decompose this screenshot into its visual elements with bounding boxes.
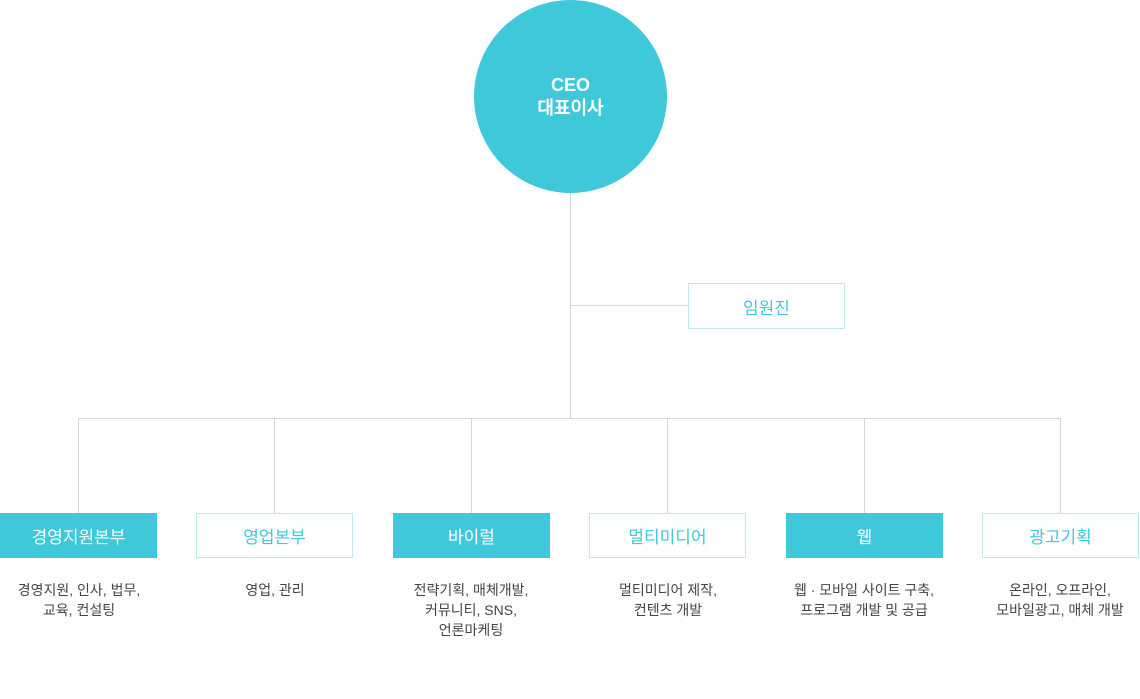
division-drop-line xyxy=(667,418,668,513)
ceo-node: CEO 대표이사 xyxy=(474,0,667,193)
desc-line: 영업, 관리 xyxy=(245,582,305,598)
division-drop-line xyxy=(78,418,79,513)
desc-line: 모바일광고, 매체 개발 xyxy=(996,602,1124,618)
ceo-title-en: CEO xyxy=(550,74,590,95)
desc-line: 언론마케팅 xyxy=(438,622,504,638)
division-bus-line xyxy=(78,418,1061,419)
division-drop-line xyxy=(864,418,865,513)
desc-line: 온라인, 오프라인, xyxy=(1009,582,1111,598)
desc-line: 경영지원, 인사, 법무, xyxy=(17,582,141,598)
division-box-viral: 바이럴 xyxy=(393,513,550,558)
executives-node: 임원진 xyxy=(688,283,845,329)
division-drop-line xyxy=(274,418,275,513)
ceo-title-ko: 대표이사 xyxy=(537,97,604,118)
desc-line: 프로그램 개발 및 공급 xyxy=(800,602,928,618)
executives-label: 임원진 xyxy=(743,298,790,318)
division-box-management-support: 경영지원본부 xyxy=(0,513,157,558)
division-name: 웹 xyxy=(856,528,873,547)
desc-line: 웹 · 모바일 사이트 구축, xyxy=(793,582,935,598)
desc-line: 교육, 컨설팅 xyxy=(42,602,116,618)
division-box-sales: 영업본부 xyxy=(196,513,353,558)
desc-line: 컨텐츠 개발 xyxy=(633,602,703,618)
division-name: 멀티미디어 xyxy=(628,528,707,547)
division-desc-sales: 영업, 관리 xyxy=(185,580,365,600)
division-drop-line xyxy=(471,418,472,513)
division-name: 경영지원본부 xyxy=(31,528,126,547)
division-name: 영업본부 xyxy=(243,528,306,547)
division-desc-viral: 전략기획, 매체개발, 커뮤니티, SNS, 언론마케팅 xyxy=(381,580,561,640)
desc-line: 커뮤니티, SNS, xyxy=(425,602,517,618)
division-box-ad-planning: 광고기획 xyxy=(982,513,1139,558)
division-name: 바이럴 xyxy=(448,528,495,547)
desc-line: 멀티미디어 제작, xyxy=(619,582,717,598)
division-name: 광고기획 xyxy=(1029,528,1092,547)
division-box-multimedia: 멀티미디어 xyxy=(589,513,746,558)
division-desc-web: 웹 · 모바일 사이트 구축, 프로그램 개발 및 공급 xyxy=(774,580,954,620)
division-drop-line xyxy=(1060,418,1061,513)
division-desc-ad-planning: 온라인, 오프라인, 모바일광고, 매체 개발 xyxy=(970,580,1140,620)
division-box-web: 웹 xyxy=(786,513,943,558)
division-desc-multimedia: 멀티미디어 제작, 컨텐츠 개발 xyxy=(578,580,758,620)
desc-line: 전략기획, 매체개발, xyxy=(413,582,529,598)
executive-branch-line xyxy=(570,305,688,306)
division-desc-management-support: 경영지원, 인사, 법무, 교육, 컨설팅 xyxy=(0,580,169,620)
